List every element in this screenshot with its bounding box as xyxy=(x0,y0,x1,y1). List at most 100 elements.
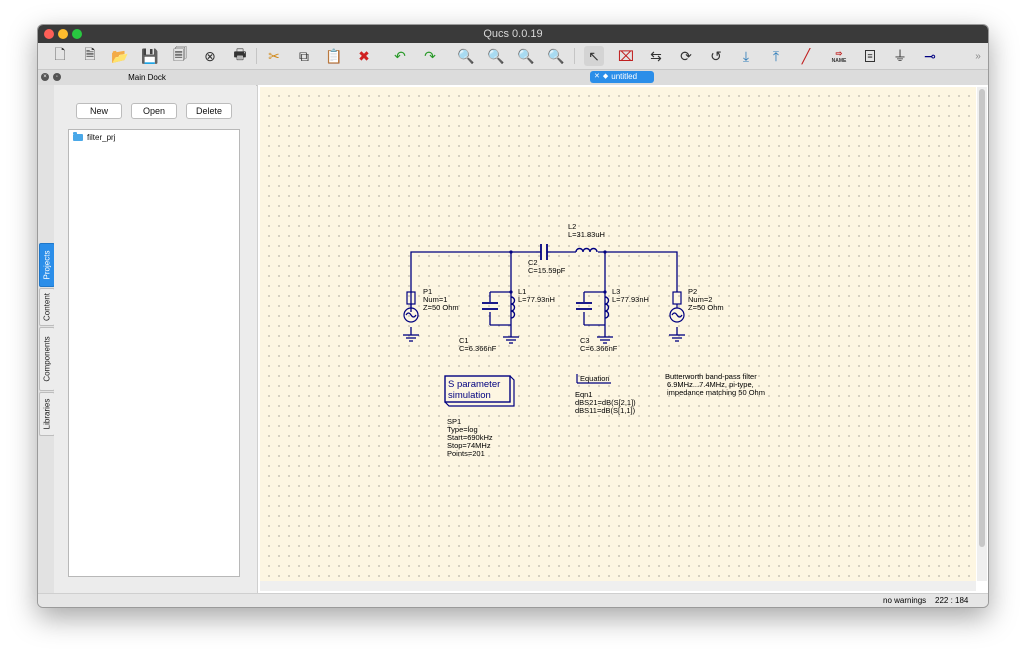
project-tree[interactable]: filter_prj xyxy=(68,129,240,577)
equation-line1: dBS21=dB(S[2,1]) xyxy=(575,398,636,407)
close-file-icon[interactable]: ⊗ xyxy=(204,47,216,64)
ground-l3 xyxy=(597,336,613,344)
sim-start: Start=690kHz xyxy=(447,433,493,442)
ground-p2 xyxy=(669,334,685,342)
select-pointer-icon[interactable]: ↖ xyxy=(584,46,604,66)
sim-box-line2: simulation xyxy=(448,390,491,401)
label-p1-name: P1 xyxy=(423,287,432,296)
minimize-window-button[interactable] xyxy=(58,29,68,39)
cut-icon[interactable]: ✂ xyxy=(268,47,280,64)
label-p1-num: Num=1 xyxy=(423,295,447,304)
toolbar-overflow-icon[interactable]: » xyxy=(975,50,981,62)
move-up-icon[interactable]: ⤒ xyxy=(772,47,780,64)
horizontal-scrollbar[interactable] xyxy=(260,581,976,591)
undo-icon[interactable]: ↶ xyxy=(394,47,406,64)
capacitor-c2 xyxy=(536,244,551,260)
save-icon[interactable]: 💾 xyxy=(141,47,159,64)
document-tab-bar: ✕ ◆ untitled xyxy=(256,70,988,86)
sim-type: Type=log xyxy=(447,425,478,434)
insert-component-icon[interactable]: ⌧ xyxy=(617,47,635,64)
vertical-scrollbar[interactable] xyxy=(977,87,987,581)
tab-content[interactable]: Content xyxy=(39,288,55,326)
document-tab[interactable]: ✕ ◆ untitled xyxy=(590,71,654,83)
zoom-in-icon[interactable]: 🔍 xyxy=(487,47,505,64)
name-label-icon[interactable]: ⇨NAME xyxy=(831,48,847,64)
new-project-button[interactable]: New xyxy=(76,103,122,119)
project-item[interactable]: filter_prj xyxy=(73,132,115,142)
mirror-icon[interactable]: ⇆ xyxy=(650,47,662,64)
move-down-icon[interactable]: ⤓ xyxy=(742,47,750,64)
new-text-icon[interactable]: 🗎 xyxy=(84,46,96,62)
dock-title: Main Dock xyxy=(128,73,166,82)
save-all-icon[interactable]: 🗐 xyxy=(173,46,187,62)
rotate-ccw-icon[interactable]: ↺ xyxy=(710,47,722,64)
description-line1: Butterworth band-pass filter xyxy=(665,372,757,381)
label-p2-name: P2 xyxy=(688,287,697,296)
ground-l1 xyxy=(503,336,519,344)
print-icon[interactable]: 🖶 xyxy=(233,46,247,62)
description-line3: impedance matching 50 Ohm xyxy=(667,388,765,397)
status-coordinates: 222 : 184 xyxy=(935,596,969,605)
copy-icon[interactable]: ⧉ xyxy=(299,47,309,64)
equation-icon[interactable]: ≡ xyxy=(865,50,875,62)
schematic-drawing: L2 L=31.83uH C2 C=15.59pF L1 L=77.93nH L… xyxy=(403,222,765,458)
zoom-out-icon[interactable]: 🔍 xyxy=(517,47,535,64)
document-tab-label: untitled xyxy=(611,72,638,81)
delete-icon[interactable]: ✖ xyxy=(358,47,370,64)
tab-projects[interactable]: Projects xyxy=(39,243,55,287)
window-title: Qucs 0.0.19 xyxy=(483,28,543,40)
capacitor-c1 xyxy=(482,302,498,310)
junction-dot xyxy=(603,250,607,254)
label-l2-value: L=31.83uH xyxy=(568,230,605,239)
tab-libraries[interactable]: Libraries xyxy=(39,392,55,436)
equation-block: Equation Eqn1 dBS21=dB(S[2,1]) dBS11=dB(… xyxy=(575,374,636,415)
rotate-icon[interactable]: ⟳ xyxy=(680,47,692,64)
zoom-fit-icon[interactable]: 🔍 xyxy=(457,47,475,64)
vertical-scroll-thumb[interactable] xyxy=(979,89,985,547)
port-icon[interactable]: ⊸ xyxy=(924,47,936,64)
label-c1-value: C=6.366nF xyxy=(459,344,497,353)
open-project-button[interactable]: Open xyxy=(131,103,177,119)
open-icon[interactable]: 📂 xyxy=(111,47,129,64)
sim-name: SP1 xyxy=(447,417,461,426)
ground-p1 xyxy=(403,334,419,342)
dock-float-icon[interactable]: ◦ xyxy=(53,73,61,81)
schematic-canvas[interactable]: L2 L=31.83uH C2 C=15.59pF L1 L=77.93nH L… xyxy=(260,87,976,581)
junction-dot xyxy=(603,290,607,294)
dock-tab-strip: Projects Content Components Libraries xyxy=(38,85,55,595)
status-warnings: no warnings xyxy=(883,596,927,605)
tab-close-icon[interactable]: ✕ xyxy=(594,73,600,80)
label-c3-value: C=6.366nF xyxy=(580,344,618,353)
app-window: Qucs 0.0.19 🗋 🗎 📂 💾 🗐 ⊗ 🖶 ✂ ⧉ 📋 ✖ ↶ ↷ 🔍 … xyxy=(37,24,989,608)
redo-icon[interactable]: ↷ xyxy=(424,47,436,64)
inductor-l3 xyxy=(604,296,610,319)
title-bar: Qucs 0.0.19 xyxy=(38,25,988,43)
label-c1-name: C1 xyxy=(459,336,469,345)
delete-project-button[interactable]: Delete xyxy=(186,103,232,119)
paste-icon[interactable]: 📋 xyxy=(325,47,343,64)
inductor-l2 xyxy=(575,247,598,253)
equation-label: Equation xyxy=(580,374,610,383)
wire-icon[interactable]: ╱ xyxy=(801,47,811,64)
new-file-icon[interactable]: 🗋 xyxy=(54,46,66,62)
label-c2-name: C2 xyxy=(528,258,538,267)
junction-dot xyxy=(509,250,513,254)
schematic-area: L2 L=31.83uH C2 C=15.59pF L1 L=77.93nH L… xyxy=(257,85,988,593)
label-l2-name: L2 xyxy=(568,222,576,231)
equation-name: Eqn1 xyxy=(575,390,593,399)
label-l3-value: L=77.93nH xyxy=(612,295,649,304)
tab-components[interactable]: Components xyxy=(39,327,55,391)
label-c3-name: C3 xyxy=(580,336,590,345)
status-bar: no warnings 222 : 184 xyxy=(38,593,988,607)
description-line2: 6.9MHz...7.4MHz, pi-type, xyxy=(667,380,754,389)
zoom-selection-icon[interactable]: 🔍 xyxy=(547,47,565,64)
wire-top-right xyxy=(598,251,678,292)
dock-close-icon[interactable]: × xyxy=(41,73,49,81)
zoom-window-button[interactable] xyxy=(72,29,82,39)
ground-icon[interactable]: ⏚ xyxy=(893,48,907,64)
sim-box-line1: S parameter xyxy=(448,379,500,390)
main-toolbar: 🗋 🗎 📂 💾 🗐 ⊗ 🖶 ✂ ⧉ 📋 ✖ ↶ ↷ 🔍 🔍 🔍 🔍 ↖ ⌧ ⇆ … xyxy=(38,43,988,70)
capacitor-c3 xyxy=(576,302,592,310)
close-window-button[interactable] xyxy=(44,29,54,39)
junction-dot xyxy=(509,290,513,294)
